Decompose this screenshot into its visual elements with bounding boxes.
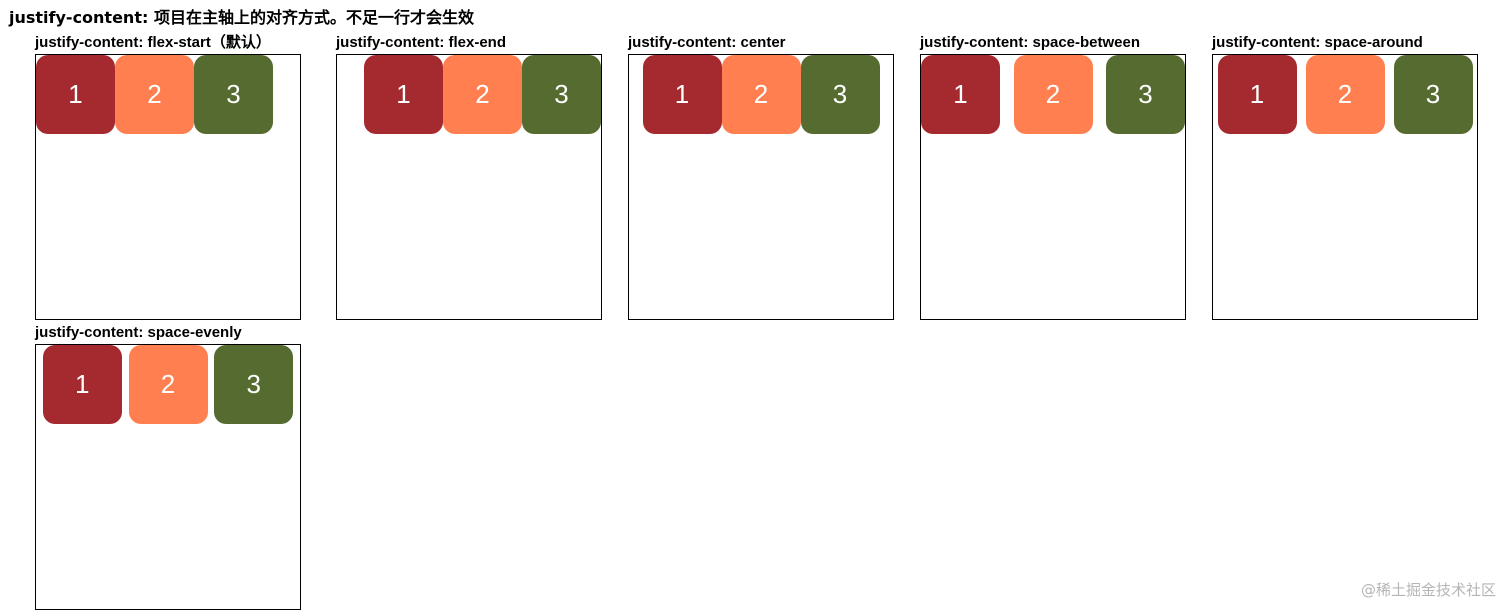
demo-label-flex-end: justify-content: flex-end	[336, 34, 507, 51]
flex-item-2: 2	[1305, 55, 1385, 134]
watermark: @稀土掘金技术社区	[1360, 581, 1496, 599]
flex-item-2: 2	[1013, 55, 1093, 134]
flex-item-3: 3	[522, 55, 601, 134]
page-title: justify-content: 项目在主轴上的对齐方式。不足一行才会生效	[9, 8, 474, 27]
demo-label-space-around: justify-content: space-around	[1212, 34, 1423, 51]
demo-label-flex-start: justify-content: flex-start（默认）	[35, 34, 271, 51]
flex-container-center: 1 2 3	[628, 54, 894, 320]
flex-item-2: 2	[443, 55, 522, 134]
flex-container-flex-end: 1 2 3	[336, 54, 602, 320]
flex-item-3: 3	[1106, 55, 1185, 134]
flex-item-1: 1	[36, 55, 115, 134]
flex-container-space-evenly: 1 2 3	[35, 344, 301, 610]
demo-label-center: justify-content: center	[628, 34, 786, 51]
flex-item-2: 2	[128, 345, 208, 424]
flex-item-2: 2	[115, 55, 194, 134]
flex-container-flex-start: 1 2 3	[35, 54, 301, 320]
demo-label-space-evenly: justify-content: space-evenly	[35, 324, 242, 341]
flex-item-2: 2	[721, 55, 801, 134]
demo-label-space-between: justify-content: space-between	[920, 34, 1141, 51]
flex-item-1: 1	[364, 55, 443, 134]
flex-item-3: 3	[1393, 55, 1473, 134]
flex-item-1: 1	[1217, 55, 1297, 134]
flex-item-1: 1	[42, 345, 122, 424]
flex-item-1: 1	[921, 55, 1000, 134]
flex-item-3: 3	[214, 345, 294, 424]
flex-item-3: 3	[800, 55, 880, 134]
flex-item-1: 1	[642, 55, 722, 134]
flex-item-3: 3	[194, 55, 273, 134]
flex-container-space-between: 1 2 3	[920, 54, 1186, 320]
flex-container-space-around: 1 2 3	[1212, 54, 1478, 320]
